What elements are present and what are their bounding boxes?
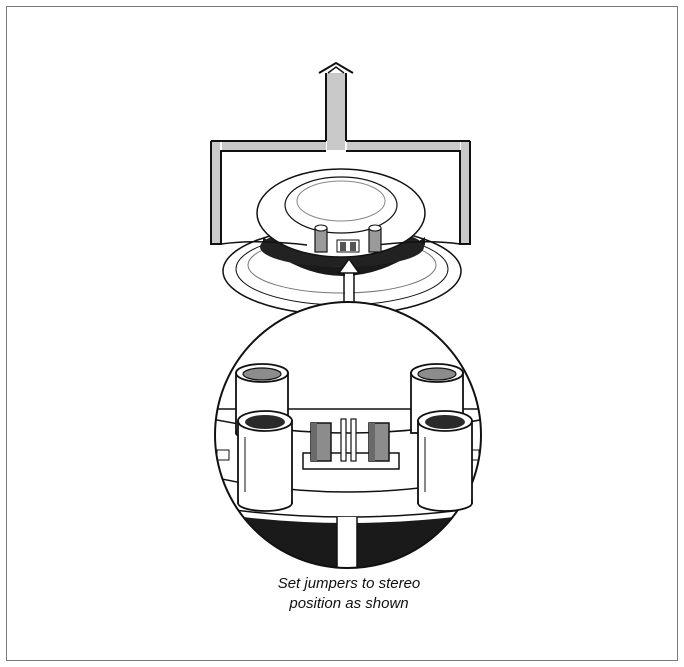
ceiling-speaker-icon — [220, 168, 462, 316]
caption-line-2: position as shown — [289, 595, 409, 612]
zoom-pointer-arrow — [337, 257, 361, 307]
zoom-detail-view — [214, 301, 482, 569]
speaker-installation-illustration — [210, 61, 482, 569]
speaker-wire — [210, 61, 471, 245]
jumper-block-icon — [302, 418, 400, 470]
caption-line-1: Set jumpers to stereo — [277, 575, 421, 592]
jumper-instruction-caption: Set jumpers to stereo position as shown — [197, 574, 501, 614]
terminal-post-front-right — [417, 410, 473, 512]
terminal-post-front-left — [237, 410, 293, 512]
diagram-frame: Set jumpers to stereo position as shown — [6, 6, 678, 661]
